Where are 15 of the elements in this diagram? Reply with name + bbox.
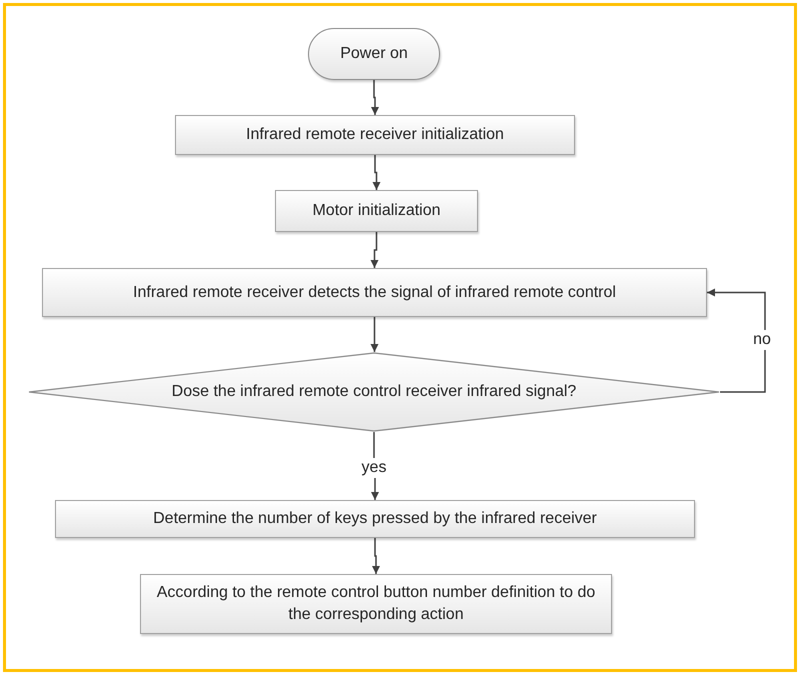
process-box: According to the remote control button number definition to do the corresponding action [140, 574, 612, 634]
process-box: Infrared remote receiver detects the signal of infrared remote control [42, 268, 707, 317]
arrow [370, 317, 378, 352]
decision-text: Dose the infrared remote control receiver infrared signal? [172, 382, 576, 402]
arrow [372, 155, 380, 190]
terminal-pill: Power on [308, 28, 440, 80]
arrow [370, 232, 378, 268]
arrow [707, 288, 766, 393]
arrow [371, 80, 379, 115]
edge-label: no [751, 330, 773, 350]
arrow [372, 538, 380, 574]
edge-label: yes [360, 458, 388, 478]
process-box: Motor initialization [275, 190, 478, 232]
process-box: Determine the number of keys pressed by the infrared receiver [55, 500, 695, 538]
process-box: Infrared remote receiver initialization [175, 115, 575, 155]
